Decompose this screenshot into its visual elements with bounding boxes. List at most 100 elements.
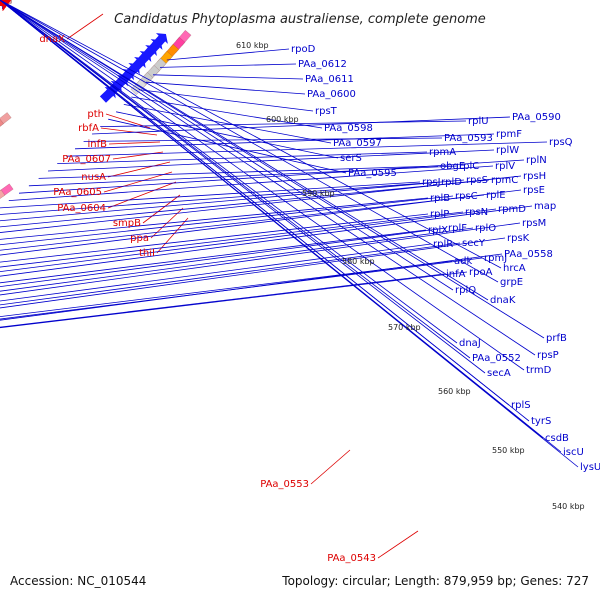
plus-gene-label: rplP [430,209,449,220]
plus-label-leader [123,104,332,144]
plus-gene-label: prfB [546,333,567,344]
plus-label-leader [0,0,458,344]
tick-label: 540 kbp [552,502,585,511]
plus-label-leader [0,179,465,222]
plus-gene-label: rplX [428,225,448,236]
minus-label-leader [310,449,351,485]
plus-gene-label: rplR [433,239,453,250]
plus-label-leader [0,253,503,321]
plus-label-leader [8,165,494,201]
plus-label-leader [0,189,522,256]
minus-gene-label: thiI [139,248,155,259]
plus-gene-label: rplV [495,161,515,172]
tick-label: 550 kbp [492,446,525,455]
minus-gene-label: infB [88,139,108,150]
plus-gene-label: rpoD [291,44,316,55]
plus-label-leader [100,120,467,127]
plus-gene-label: iscU [563,447,584,458]
genome-summary-text: Topology: circular; Length: 879,959 bp; … [281,574,589,588]
feature-block-1-0 [0,112,12,128]
plus-gene-label: hrcA [503,263,526,274]
plus-gene-label: rpmD [498,204,526,215]
minus-gene-label: PAa_0604 [57,203,106,214]
plus-label-leader [74,133,495,150]
plus-label-leader [145,81,306,95]
plus-gene-label: PAa_0552 [472,353,521,364]
plus-gene-label: PAa_0598 [324,123,373,134]
plus-gene-label: rpsS [466,175,488,186]
minus-label-leader [66,13,104,40]
tick-label: 600 kbp [266,115,299,124]
plus-gene-label: rplN [526,155,547,166]
plus-label-leader [0,194,485,251]
plus-label-leader [0,181,440,215]
plus-label-leader [0,229,427,284]
plus-gene-label: secA [487,368,511,379]
tick-label: 590 kbp [302,189,335,198]
plus-label-leader [138,89,314,112]
plus-gene-label: secY [462,238,486,249]
plus-gene-label: rpsN [465,207,488,218]
plus-gene-label: rplQ [455,285,476,296]
plus-gene-label: rpsH [523,171,546,182]
plus-label-leader [0,181,421,209]
plus-gene-label: rpmC [491,175,518,186]
plus-gene-label: rplD [441,177,462,188]
plus-gene-label: map [534,201,556,212]
gene-labels: dnaXpthrbfAinfBPAa_0607nusAPAa_0605PAa_0… [39,34,600,564]
plus-gene-label: PAa_0595 [348,168,397,179]
plus-label-leader [0,227,447,288]
minus-label-leader [142,194,181,224]
plus-label-leader [18,159,525,194]
plus-gene-label: PAa_0611 [305,74,354,85]
feature-block-1-1 [0,118,4,134]
plus-label-leader [0,179,490,228]
plus-gene-label: PAa_0593 [444,133,493,144]
plus-label-leader [0,0,454,291]
plus-gene-label: tyrS [531,416,551,427]
plus-gene-label: rplO [475,223,496,234]
tick-label: 610 kbp [236,41,269,50]
minus-gene-label: pth [87,109,104,120]
plus-gene-arrow-9 [99,86,116,103]
plus-label-leader [116,111,339,159]
plus-gene-label: rpsT [315,106,338,117]
plus-label-leader [0,0,579,468]
plus-label-leader [0,0,502,269]
plus-label-leader [0,0,536,356]
plus-label-leader [0,0,471,359]
gene-feature-blocks [0,0,192,203]
plus-gene-label: dnaK [490,295,516,306]
plus-gene-label: rplS [511,400,531,411]
plus-gene-label: rpsP [537,350,559,361]
minus-gene-label: ppa [130,233,149,244]
minus-gene-label: nusA [81,172,106,183]
minus-gene-label: dnaX [39,34,65,45]
plus-gene-label: obgE [440,161,465,172]
plus-label-leader [0,0,530,422]
minus-label-leader [103,171,173,193]
feature-block-3-1 [0,189,6,203]
minus-gene-label: rbfA [78,123,99,134]
plus-gene-label: rpsC [455,191,478,202]
plus-gene-label: rpmA [429,147,456,158]
plus-gene-label: rpsQ [549,137,573,148]
label-leader-lines [0,0,579,559]
plus-label-leader [0,211,464,268]
plus-gene-label: PAa_0590 [512,112,561,123]
plus-label-leader [91,116,511,135]
plus-label-leader [57,151,428,164]
plus-gene-label: rplU [468,116,489,127]
plus-label-leader [0,197,429,240]
minus-gene-label: PAa_0607 [62,154,111,165]
map-title: Candidatus Phytoplasma australiense, com… [114,12,486,27]
plus-label-leader [0,0,486,374]
accession-text: Accession: NC_010544 [10,574,146,588]
plus-label-leader [0,260,453,318]
plus-gene-label: rpsE [523,185,545,196]
minus-label-leader [377,530,419,559]
plus-gene-label: rpoA [469,267,493,278]
plus-gene-label: rplE [486,190,506,201]
